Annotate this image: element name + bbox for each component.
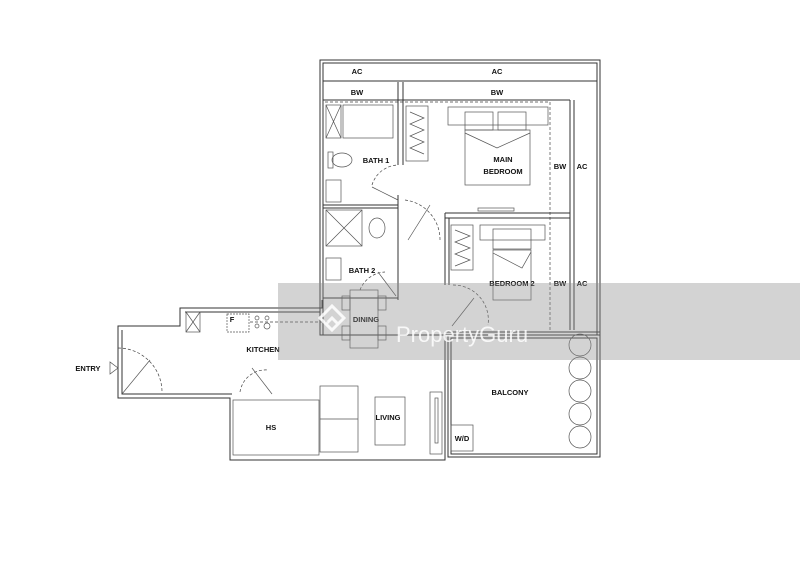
watermark: PropertyGuru [278,283,800,360]
label-main-bedroom: BEDROOM [483,167,522,176]
label-ac: AC [352,67,363,76]
label-fridge: F [230,315,235,324]
fixtures [109,104,592,456]
label-ac: AC [577,162,588,171]
label-living: LIVING [375,413,400,422]
label-bath1: BATH 1 [363,156,390,165]
label-hs: HS [266,423,276,432]
walls [117,59,601,461]
label-main-bedroom: MAIN [493,155,512,164]
label-bw: BW [351,88,364,97]
watermark-text: PropertyGuru [396,322,528,347]
label-kitchen: KITCHEN [246,345,279,354]
label-entry: ENTRY [75,364,100,373]
propertyguru-logo-icon [317,303,347,333]
label-dining: DINING [353,315,379,324]
label-bedroom2: BEDROOM 2 [489,279,534,288]
label-balcony: BALCONY [491,388,528,397]
label-wd: W/D [455,434,470,443]
label-bath2: BATH 2 [349,266,376,275]
label-bw: BW [554,162,567,171]
label-ac: AC [577,279,588,288]
label-ac: AC [492,67,503,76]
planter-plants [568,333,592,449]
room-labels: AC AC BW BW BATH 1 MAIN BEDROOM BW AC BA… [75,67,588,443]
entry-arrow-icon [109,361,119,375]
label-bw: BW [491,88,504,97]
label-bw: BW [554,279,567,288]
